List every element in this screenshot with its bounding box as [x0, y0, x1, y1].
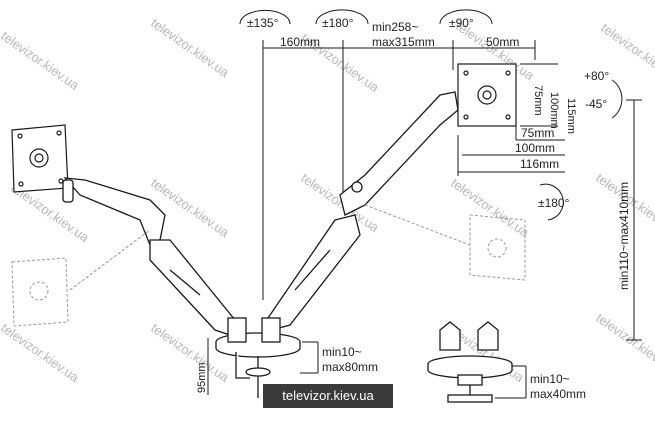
vesa-v-75-label: 75mm: [532, 85, 544, 116]
clamp-95-label: 95mm: [196, 362, 208, 393]
tilt-indicator: [611, 79, 623, 119]
tilt-down-label: -45°: [585, 97, 607, 111]
right-vesa-plate: [457, 63, 517, 127]
clamp-min-label: min10~: [322, 345, 362, 359]
vesa-v-100-label: 100mm: [548, 92, 560, 129]
clamp-dimension-lines: [207, 338, 319, 395]
vesa-h-100-label: 100mm: [515, 141, 555, 155]
side-rotation-arc: [539, 183, 564, 221]
rotate-135-label: ±135°: [247, 16, 279, 30]
grommet-dimension-lines: [495, 365, 527, 399]
watermark-text: televizor.kiev.ua: [148, 15, 232, 80]
arm-160-label: 160mm: [280, 35, 320, 49]
grommet-max-label: max40mm: [530, 387, 586, 401]
grommet-min-label: min10~: [530, 372, 570, 386]
rotate-180-side-label: ±180°: [538, 196, 570, 210]
left-ghost-plate: [11, 229, 151, 327]
arm-reach-min-label: min258~: [372, 20, 418, 34]
reach-dimension: [262, 40, 536, 300]
arm-reach-max-label: max315mm: [372, 35, 435, 49]
rotation-arcs: [239, 9, 493, 25]
left-vesa-plate: [11, 124, 69, 193]
rotate-180-top-label: ±180°: [322, 16, 354, 30]
rotate-90-label: ±90°: [449, 16, 474, 30]
vesa-h-116-label: 116mm: [520, 157, 559, 171]
right-ghost-plate: [364, 204, 526, 281]
height-range-label: min110~max410mm: [617, 182, 631, 290]
vesa-dimension-lines: [457, 63, 565, 176]
watermark-text: televizor.kiev.ua: [448, 175, 532, 240]
watermark-text: televizor.kiev.ua: [593, 310, 655, 375]
clamp-max-label: max80mm: [322, 360, 378, 374]
height-dimension: [626, 99, 642, 341]
arm-50-label: 50mm: [486, 35, 519, 49]
clamp-base: [215, 317, 301, 398]
watermark-label: televizor.kiev.ua: [263, 384, 393, 408]
tilt-up-label: +80°: [584, 69, 609, 83]
watermark-text: televizor.kiev.ua: [0, 28, 82, 93]
vesa-v-115-label: 115mm: [565, 98, 577, 134]
grommet-base: [427, 321, 513, 403]
vesa-h-75-label: 75mm: [521, 126, 554, 140]
watermark-text: televizor.kiev.ua: [0, 320, 82, 385]
left-arm: [62, 177, 236, 336]
